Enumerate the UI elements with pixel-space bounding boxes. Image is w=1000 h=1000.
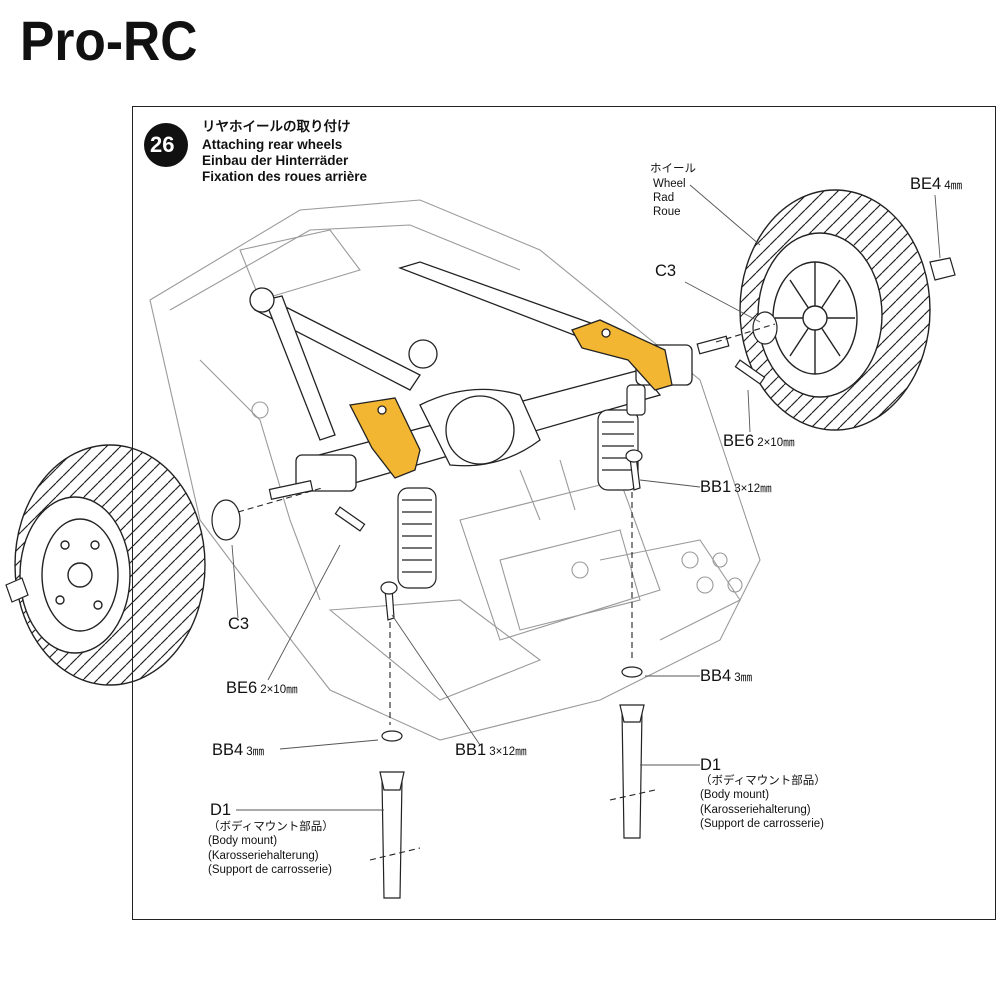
wheel-label-jp: ホイール (650, 163, 696, 175)
part-code: BB4 (212, 741, 244, 759)
part-code: C3 (655, 262, 677, 280)
part-code: BB1 (700, 478, 732, 496)
part-code: BB1 (455, 741, 487, 759)
d1-desc-de: (Karosseriehalterung) (700, 803, 811, 816)
d1-desc-de: (Karosseriehalterung) (208, 849, 319, 862)
suspension-links (249, 261, 612, 441)
wheel-label-en: Wheel (653, 178, 686, 190)
part-size: 2×10㎜ (757, 437, 795, 449)
step-title-fr: Fixation des roues arrière (202, 169, 368, 184)
right-wheel (739, 189, 931, 431)
d1-desc-en: (Body mount) (700, 789, 770, 802)
part-label-d1-left: D1 (210, 801, 231, 819)
highlighted-link-ends (349, 319, 673, 479)
part-size: 3㎜ (246, 746, 265, 758)
part-label-c3-right: C3 (655, 262, 676, 280)
d1-desc-jp: （ボディマウント部品） (208, 821, 334, 833)
part-code: BB4 (700, 667, 732, 685)
d1-desc-fr: (Support de carrosserie) (700, 818, 824, 831)
part-size: 3×12㎜ (734, 483, 772, 495)
chassis-outline (149, 199, 761, 741)
part-code: D1 (210, 801, 232, 819)
wheel-label-de: Rad (653, 192, 675, 204)
left-hardware (5, 480, 405, 899)
leader-lines (231, 184, 941, 811)
shock-absorbers (397, 384, 646, 589)
part-code: BE6 (226, 679, 258, 697)
part-label-d1-right: D1 (700, 756, 721, 774)
part-size: 3㎜ (734, 672, 753, 684)
brand-logo: Pro-RC (20, 9, 198, 72)
part-size: 3×12㎜ (489, 746, 527, 758)
right-hardware (619, 257, 956, 839)
part-code: BE6 (723, 432, 755, 450)
part-code: D1 (700, 756, 722, 774)
part-size: 4㎜ (944, 180, 963, 192)
step-title-en: Attaching rear wheels (202, 137, 343, 152)
part-size: 2×10㎜ (260, 684, 298, 696)
step-title-jp: リヤホイールの取り付け (202, 119, 351, 134)
left-wheel (14, 444, 206, 686)
d1-desc-fr: (Support de carrosserie) (208, 864, 332, 877)
part-label-c3-left: C3 (228, 615, 249, 633)
step-number: 26 (150, 132, 175, 157)
d1-desc-jp: （ボディマウント部品） (700, 775, 826, 787)
part-code: C3 (228, 615, 250, 633)
assembly-guides (237, 323, 776, 861)
wheel-label-fr: Roue (653, 206, 681, 218)
step-number-badge (144, 123, 188, 167)
d1-desc-en: (Body mount) (208, 835, 278, 848)
d1-right-desc: （ボディマウント部品） (Body mount) (Karosseriehalt… (700, 774, 826, 832)
step-title-de: Einbau der Hinterräder (202, 153, 349, 168)
d1-left-desc: （ボディマウント部品） (Body mount) (Karosseriehalt… (208, 820, 334, 878)
part-code: BE4 (910, 175, 942, 193)
